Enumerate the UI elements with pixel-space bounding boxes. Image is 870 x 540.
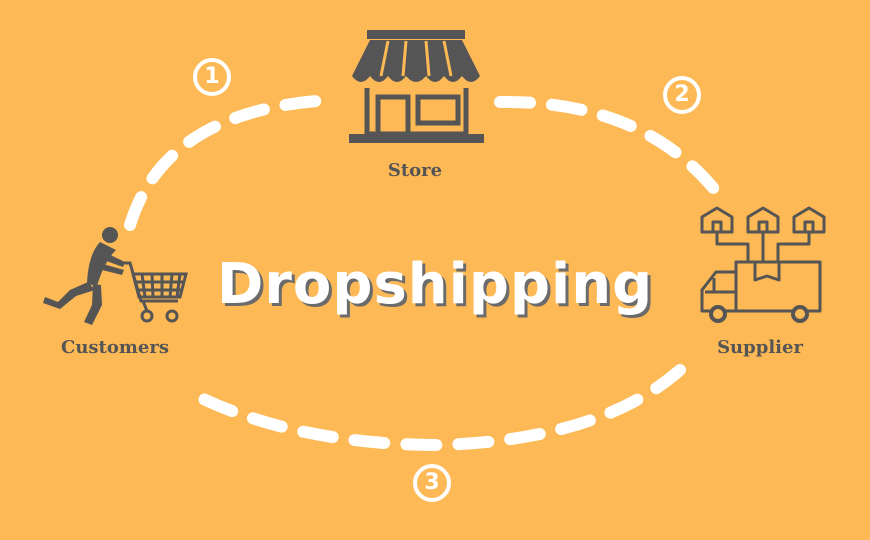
step-3-badge: 3 bbox=[413, 464, 451, 502]
path-store-to-supplier bbox=[494, 95, 721, 196]
step-2-badge: 2 bbox=[663, 76, 701, 114]
step-1-badge: 1 bbox=[193, 58, 231, 96]
store-label: Store bbox=[387, 160, 443, 181]
path-customers-to-store bbox=[124, 94, 336, 231]
supplier-label: Supplier bbox=[717, 337, 803, 358]
path-supplier-to-customers bbox=[179, 364, 686, 452]
diagram-title: Dropshipping bbox=[216, 252, 654, 317]
customers-label: Customers bbox=[61, 337, 169, 358]
